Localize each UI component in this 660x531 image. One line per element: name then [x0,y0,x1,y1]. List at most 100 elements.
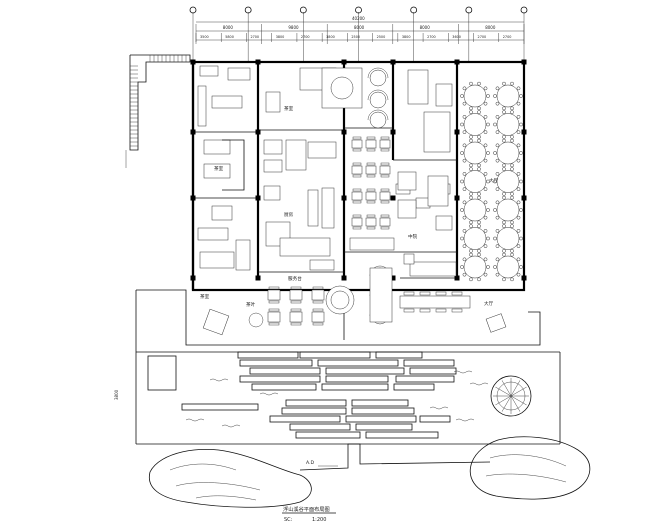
axis-bubble [244,6,252,14]
structural-column [255,59,261,65]
chair [516,101,521,106]
chair [469,81,473,86]
chair [380,148,390,152]
chair [460,265,464,269]
chair [477,220,481,225]
chair [462,244,467,248]
dining-table [289,289,303,301]
chair [483,172,488,176]
chair [352,136,362,140]
dining-table [365,165,377,175]
structural-column [390,195,396,201]
chair [290,286,302,290]
chair [460,236,464,241]
rose-ray [510,380,521,397]
structural-column [390,59,396,65]
chair [462,272,467,277]
stepping-paver [325,367,405,375]
chair [366,214,376,218]
chair [403,308,415,313]
booth-table [369,91,387,109]
stepping-paver [239,375,321,383]
room-label-office: 茶室 [214,165,224,172]
round-table [463,170,487,193]
chair [380,188,390,192]
room-label-kitchen: 厨房 [284,211,294,218]
chair [380,136,390,140]
chair [483,200,488,205]
chair [519,208,523,212]
chair [495,272,500,277]
chair [516,215,521,220]
chair [495,187,500,191]
chair [352,162,362,166]
chair [462,143,467,148]
chair [519,94,523,98]
chair [516,244,521,248]
dining-table [351,139,363,149]
chair [493,179,497,184]
structural-column [341,275,347,281]
stepping-paver [269,415,341,423]
dimension-subsegment-label: 2700 [478,35,487,39]
chair [486,265,490,269]
chair [483,130,488,134]
booth-seat [367,109,389,121]
chair [483,257,488,262]
structural-column [521,275,527,281]
stepping-paver [249,367,321,375]
room-label-reception: 服务台 [288,275,302,282]
stepping-paver [325,375,389,383]
chair [502,167,506,171]
dining-table [311,289,325,301]
chair [483,143,488,148]
axis-bubble [465,6,473,14]
chair [366,162,376,166]
chair [516,172,521,176]
chair [477,138,481,143]
chair [462,187,467,191]
dimension-subsegment-label: 2700 [503,35,512,39]
structural-column [454,129,460,135]
structural-column [255,129,261,135]
chair [483,272,488,277]
chair [451,291,463,296]
chair [469,195,473,200]
structural-column [454,195,460,201]
chair [502,81,506,86]
room-label-banquet: 大厅 [489,177,499,184]
dining-table [267,289,281,301]
chair [493,236,497,241]
stepping-paver [395,375,455,383]
booth-table [369,111,387,129]
round-table [496,227,520,250]
chair [469,224,473,228]
chair [502,249,506,253]
chair [469,249,473,253]
chair [477,192,481,196]
stepping-paver [351,399,409,407]
chair [380,174,390,178]
axis-bubble [520,6,528,14]
rose-ray [510,386,527,397]
chair [516,115,521,119]
chair [486,236,490,241]
structural-column [390,275,396,281]
chair [312,308,324,312]
chair [493,265,497,269]
chair [510,249,514,253]
stepping-paver [239,359,313,367]
chair [460,208,464,212]
chair [510,135,514,139]
chair [477,249,481,253]
chair [352,148,362,152]
chair [495,143,500,148]
stepping-paver [281,407,347,415]
dining-table [289,311,303,323]
chair [366,136,376,140]
banquet-hall: 大厅 [460,81,523,282]
chair [312,300,324,304]
chair [268,300,280,304]
structural-column [341,59,347,65]
